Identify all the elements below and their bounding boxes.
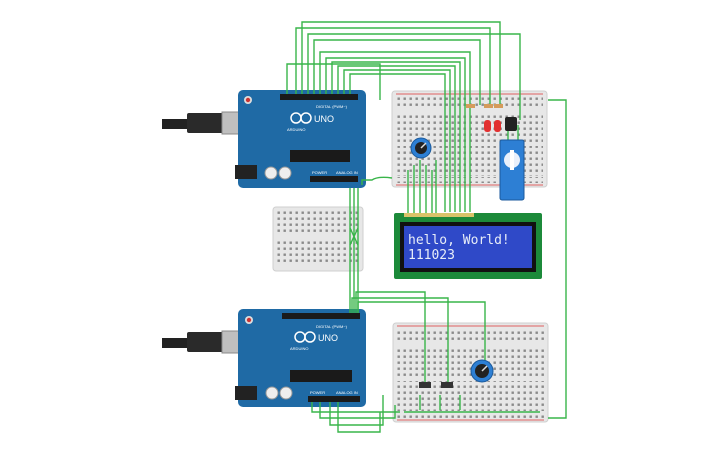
- arduino-logo-top: [290, 112, 312, 124]
- analog-label-bottom: ANALOG IN: [336, 390, 358, 395]
- lcd-line-1: hello, World!: [408, 233, 510, 248]
- model-label-bottom: UNO: [318, 333, 338, 343]
- lcd-pins: [404, 213, 474, 217]
- arduino-uno-bottom[interactable]: DIGITAL (PWM~) UNO ARDUINO POWER ANALOG …: [162, 309, 366, 407]
- led-red-2[interactable]: [494, 120, 501, 132]
- potentiometer-top[interactable]: [410, 137, 432, 159]
- digital-label-bottom: DIGITAL (PWM~): [316, 324, 348, 329]
- brand-label-bottom: ARDUINO: [290, 346, 308, 351]
- analog-label-top: ANALOG IN: [336, 170, 358, 175]
- led-black[interactable]: [505, 117, 517, 131]
- arduino-logo-bottom: [294, 331, 316, 343]
- led-red-1[interactable]: [484, 120, 491, 132]
- model-label-top: UNO: [314, 114, 334, 124]
- servo-motor[interactable]: [499, 139, 525, 201]
- breadboard-middle-left[interactable]: [272, 206, 364, 272]
- power-label-bottom: POWER: [310, 390, 325, 395]
- brand-label-top: ARDUINO: [287, 127, 305, 132]
- breadboard-bottom-right[interactable]: [392, 322, 549, 423]
- arduino-uno-top[interactable]: DIGITAL (PWM~) UNO ARDUINO POWER ANALOG …: [162, 90, 366, 188]
- wires: [286, 21, 567, 433]
- potentiometer-bottom[interactable]: [470, 359, 494, 383]
- lcd-line-2: 111023: [408, 248, 455, 263]
- pushbutton-1[interactable]: [419, 382, 431, 388]
- power-label-top: POWER: [312, 170, 327, 175]
- resistors: [466, 104, 503, 108]
- lcd-16x2[interactable]: hello, World! 111023: [394, 213, 542, 279]
- digital-label-top: DIGITAL (PWM~): [316, 104, 348, 109]
- pushbutton-2[interactable]: [441, 382, 453, 388]
